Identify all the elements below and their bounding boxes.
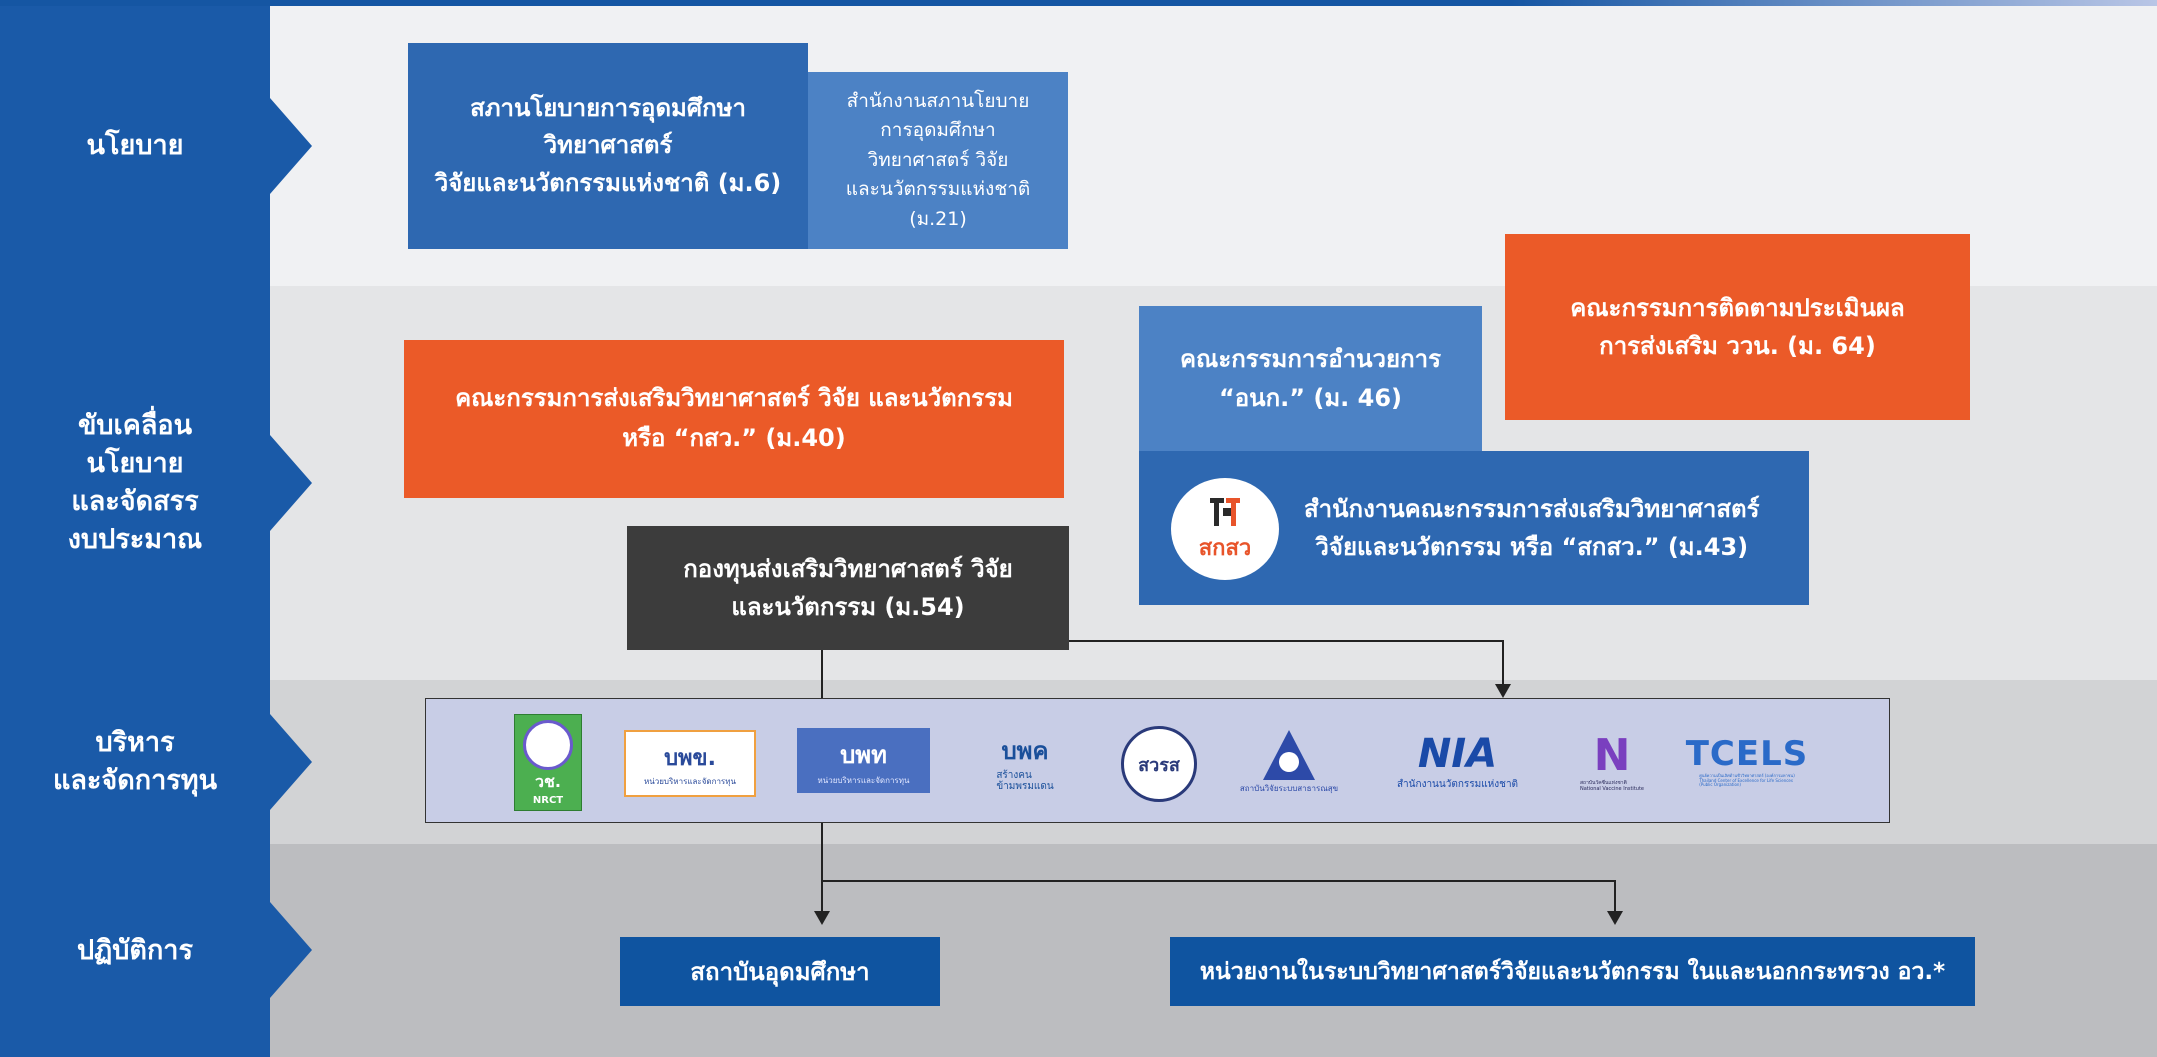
ksw-committee-box: คณะกรรมการส่งเสริมวิทยาศาสตร์ วิจัย และน… (404, 340, 1064, 498)
logo-hsri2-sub: สถาบันวิจัยระบบสาธารณสุข (1239, 783, 1339, 793)
logo-pmua-sub: สร้างคน ข้ามพรมแดน (996, 769, 1054, 792)
nrct-wheel-icon (523, 719, 573, 770)
logo-hsri2: สถาบันวิจัยระบบสาธารณสุข (1235, 722, 1343, 800)
policy-council-box: สภานโยบายการอุดมศึกษา วิทยาศาสตร์ วิจัยแ… (408, 43, 808, 249)
logo-nia-sub: สำนักงานนวัตกรรมแห่งชาติ (1396, 778, 1519, 790)
fund-box: กองทุนส่งเสริมวิทยาศาสตร์ วิจัย และนวัตก… (627, 526, 1069, 650)
tsri-office-label: สำนักงานคณะกรรมการส่งเสริมวิทยาศาสตร์ วิ… (1304, 494, 1760, 561)
tsri-logo-text: สกสว (1198, 535, 1252, 561)
triangle-logo-icon (1263, 729, 1315, 780)
logo-nvi-text: N (1593, 730, 1631, 781)
logo-tcels: TCELS ศูนย์ความเป็นเลิศด้านชีววิทยาศาสตร… (1685, 728, 1809, 794)
logo-nvi: N สถาบันวัคซีนแห่งชาติ National Vaccine … (1577, 722, 1647, 800)
logo-pmua: บพค สร้างคน ข้ามพรมแดน (972, 731, 1078, 792)
arrow-to-units (1607, 911, 1623, 925)
band-label-operations: ปฏิบัติการ (0, 844, 270, 1057)
arrow-to-funds (1495, 684, 1511, 698)
arrow-to-university (814, 911, 830, 925)
band-arrow-drive (270, 435, 312, 531)
top-accent-bar (0, 0, 2157, 6)
logo-tcels-text: TCELS (1685, 734, 1809, 775)
logo-nia: NIA สำนักงานนวัตกรรมแห่งชาติ (1385, 726, 1530, 796)
logo-hsri: สวรส (1121, 726, 1197, 802)
connector-fund-right (1069, 640, 1503, 642)
logo-pmua-text: บพค (1001, 736, 1049, 765)
research-units-box: หน่วยงานในระบบวิทยาศาสตร์วิจัยและนวัตกรร… (1170, 937, 1975, 1006)
connector-funds-down (821, 823, 823, 923)
logo-pmub-sub: หน่วยบริหารและจัดการทุน (817, 775, 910, 785)
band-label-drive: ขับเคลื่อน นโยบาย และจัดสรร งบประมาณ (0, 286, 270, 680)
monitor-committee-box: คณะกรรมการติดตามประเมินผล การส่งเสริม วว… (1505, 234, 1970, 420)
policy-office-box: สำนักงานสภานโยบาย การอุดมศึกษา วิทยาศาสต… (808, 72, 1068, 249)
band-arrow-policy (270, 98, 312, 194)
university-box: สถาบันอุดมศึกษา (620, 937, 940, 1006)
connector-units-down (1614, 880, 1616, 923)
logo-nia-text: NIA (1417, 730, 1498, 777)
band-arrow-operations (270, 902, 312, 998)
logo-nvi-sub: สถาบันวัคซีนแห่งชาติ National Vaccine In… (1579, 780, 1644, 792)
logo-pmuc: บพข. หน่วยบริหารและจัดการทุน (624, 730, 756, 797)
logo-pmuc-text: บพข. (664, 745, 716, 771)
logo-nrct-text: วช. (535, 771, 561, 791)
band-arrow-fund-mgmt (270, 714, 312, 810)
logo-pmub-text: บพท (840, 740, 887, 769)
connector-fund-down (821, 650, 823, 700)
logo-pmub: บพท หน่วยบริหารและจัดการทุน (797, 728, 930, 793)
connector-right-down (1502, 640, 1504, 696)
logo-hsri-text: สวรส (1138, 754, 1180, 776)
logo-pmuc-sub: หน่วยบริหารและจัดการทุน (644, 776, 736, 786)
admin-committee-box: คณะกรรมการอำนวยการ “อนก.” (ม. 46) (1139, 306, 1482, 451)
band-label-policy: นโยบาย (0, 6, 270, 286)
tsri-mark-icon (1210, 497, 1240, 526)
logo-tcels-sub: ศูนย์ความเป็นเลิศด้านชีววิทยาศาสตร์ (องค… (1699, 773, 1795, 788)
logo-nrct: วช. NRCT (514, 714, 582, 811)
connector-funds-right (821, 880, 1615, 882)
logo-nrct-sub: NRCT (532, 794, 564, 806)
tsri-logo: สกสว (1171, 478, 1279, 580)
band-label-fund-mgmt: บริหาร และจัดการทุน (0, 680, 270, 844)
